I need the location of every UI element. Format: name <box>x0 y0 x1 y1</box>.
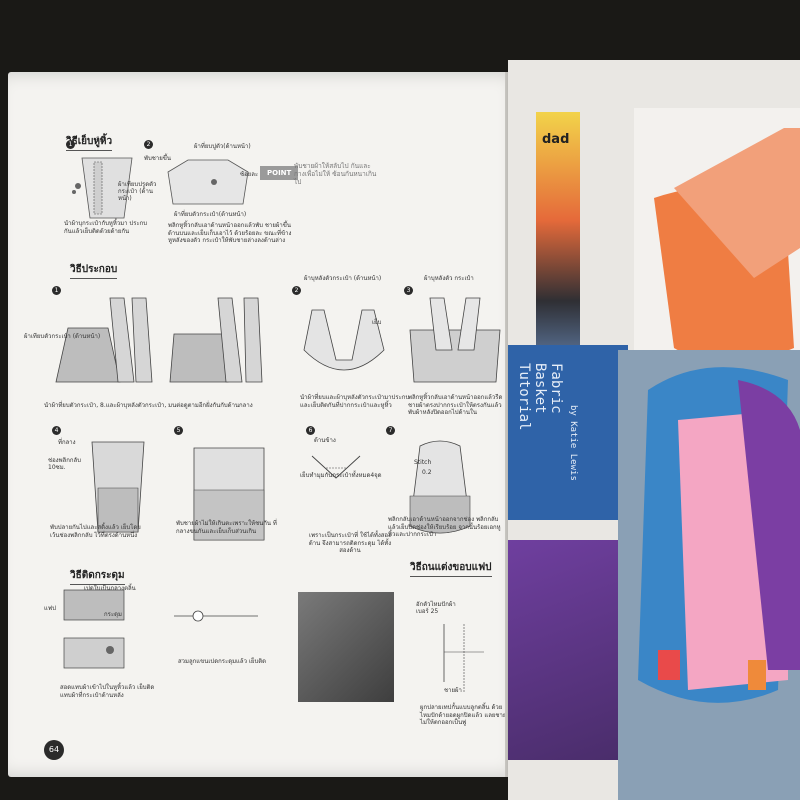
diagram-step6 <box>311 455 361 479</box>
label: 0.2 <box>422 469 432 476</box>
photo-basket-top: dad <box>536 112 580 382</box>
label: พับชายขึ้น <box>144 155 171 162</box>
step-number: 4 <box>52 426 61 435</box>
label: กระดุม <box>104 611 122 618</box>
photo-orange-basket <box>634 108 800 393</box>
label: เปดใบเป็นกลางตลิ้น <box>84 585 136 592</box>
book-author: by Katie Lewis <box>568 405 578 481</box>
book-title-2: Basket <box>532 363 548 414</box>
diagram-tassel <box>443 624 484 692</box>
step-number: 2 <box>292 286 301 295</box>
caption: เย็บทำมุมกันกระเป๋าทั้งหมด4จุด <box>300 472 382 479</box>
step-number: 1 <box>52 286 61 295</box>
caption: พลิกกลับเอาด้านหน้าออกจากช่อง พลิกกลับแล… <box>388 516 501 538</box>
label: ผ้าที่ยบปูตัว(ด้านหน้า) <box>194 143 251 150</box>
photo-book: Fabric Basket Tutorial by Katie Lewis <box>508 345 628 520</box>
label: อักตัวไหมปักผ้า เบอร์ 25 <box>416 601 456 615</box>
caption: ผูกปลายเทปกั้นแบบลูกตลิ้น ด้วยไหมปักด้าย… <box>420 704 507 726</box>
point-badge: POINT <box>260 166 299 180</box>
label: ด้านข้าง <box>314 437 336 444</box>
point-note: POINT พับชายผ้าให้สลับไป กันและกางเพื่อไ… <box>260 160 376 186</box>
diagram-assemble-step2 <box>303 309 385 371</box>
diagram-step5 <box>193 447 265 541</box>
point-text: พับชายผ้าให้สลับไป กันและกางเพื่อไม่ให้ … <box>294 162 377 187</box>
label-dad: dad <box>542 132 570 147</box>
step-number: 2 <box>144 140 153 149</box>
label: ผ้าเทียบตัวกระเป๋า (ด้านหน้า) <box>24 333 101 340</box>
diagram-ear-step1 <box>72 157 133 219</box>
caption: พลิกหูหิ้วกลับเอาด้านหน้าออกแล้วรีด ชายผ… <box>408 394 503 416</box>
label: ชายผ้า <box>444 687 462 694</box>
label: ผ้าที่ยบตัวกระเป๋า(ด้านหน้า) <box>174 211 247 218</box>
caption: พับปลายกันไปและสดิ้งแล้ว เย็บโดยเว้นช่อง… <box>50 524 141 539</box>
label: ผ้าบุหลังตัว กระเป๋า <box>424 275 474 282</box>
caption: นำผ้าบุกระเป๋ากับหูหิ้วมา ประกบกันแล้วเย… <box>64 220 148 235</box>
photo-purple-bag <box>508 540 618 760</box>
book-title-3: Tutorial <box>516 363 532 431</box>
section-title-snap: วิธีติดกระดุม <box>70 568 125 585</box>
diagram-step7 <box>409 440 471 534</box>
label: ช่องพลิกกลับ 10ซม. <box>48 457 81 471</box>
caption: พลิกหูหิ้วกลับเอาด้านหน้าออกแล้วพับ ชายผ… <box>168 222 292 244</box>
caption: นำผ้าที่ยบและผ้าบุหลังตัวกระเป๋ามาประกบ … <box>300 394 410 409</box>
caption: พับชายผ้าไม่ให้เกินตะเพราะให้ชนกัน ที่กล… <box>176 520 277 535</box>
section-title-ear: วิธีเย็บหูหิ้ว <box>66 134 113 151</box>
section-title-assemble: วิธีประกอบ <box>70 262 118 279</box>
label: ซ้อยละ <box>240 171 259 178</box>
step-number: 1 <box>66 140 75 149</box>
label: ที่กลาง <box>58 439 76 446</box>
label: ผ้าเทียบปรูดตัว กระเป๋า (ด้านหน้า) <box>118 181 157 202</box>
book-title-1: Fabric <box>548 363 564 414</box>
step-number: 7 <box>386 426 395 435</box>
label: Stitch <box>414 459 432 466</box>
step-number: 3 <box>404 286 413 295</box>
caption: นำผ้าที่ยบตัวกระเป๋า, 8.และผ้าบุหลังตัวก… <box>44 402 253 409</box>
photo-snap-detail <box>298 592 394 702</box>
page-number: 64 <box>44 740 64 760</box>
diagram-assemble-step1 <box>55 297 263 383</box>
diagram-snap-2 <box>174 610 258 622</box>
diagram-ear-step2 <box>167 159 249 205</box>
diagram-snap-1 <box>63 589 125 669</box>
label: ผ้าบุหลังตัวกระเป๋า (ด้านหน้า) <box>304 275 382 282</box>
label: เย็บ <box>372 319 382 326</box>
photo-bags-large <box>618 350 800 800</box>
step-number: 6 <box>306 426 315 435</box>
right-page: dad Fabric Basket Tutorial by Katie Lewi… <box>508 60 800 800</box>
caption: สวมลูกแขนเปดกระดุมแล้ว เย็บติด <box>178 658 267 665</box>
step-number: 5 <box>174 426 183 435</box>
label: เย็บ <box>94 137 104 144</box>
diagram-step4 <box>91 441 145 533</box>
caption: สอดแทบผ้าเข้าไปในหูหิ้วแล้ว เย็บติดแทบผ้… <box>60 684 155 699</box>
section-title-strap: วิธีถนแต่งขอบแฟป <box>410 560 492 577</box>
left-page: วิธีเย็บหูหิ้ว 1 2 เย็บ ผ้าเทียบปรูดตัว … <box>8 72 528 777</box>
diagram-assemble-step3 <box>409 297 501 383</box>
label: แฟป <box>44 605 56 612</box>
caption: เพราะเป็นกระเป๋าที่ ใช้ได้ทั้งสองด้าน จึ… <box>308 532 392 554</box>
